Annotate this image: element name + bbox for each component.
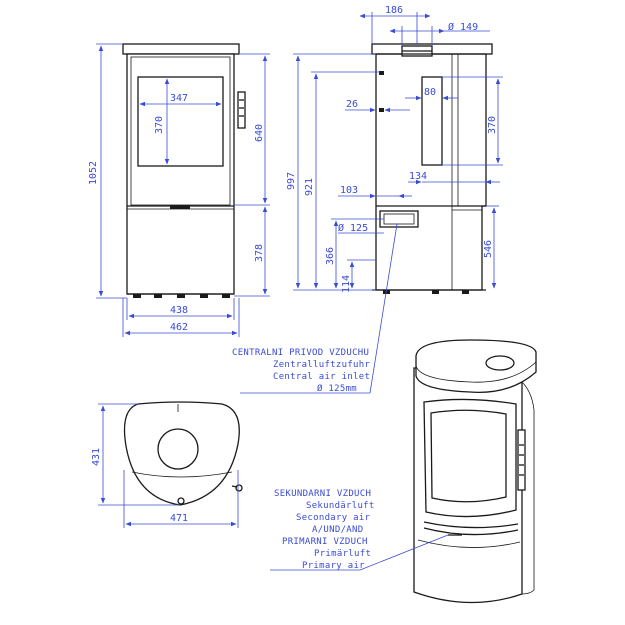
dim-921: 921 [304,178,315,196]
iso-top-slab [415,339,537,393]
dim-134: 134 [409,171,427,182]
label-central-air-en: Central air inlet [273,372,370,382]
label-secondary-air-en: Secondary air [296,513,371,523]
side-handle-mark [379,71,384,75]
label-central-air-de: Zentralluftzufuhr [273,360,370,370]
iso-body [413,367,523,604]
label-secondary-air-de: Sekundärluft [306,501,375,511]
dim-370-front: 370 [154,116,165,134]
central-air-inlet [379,210,419,228]
dim-997: 997 [286,172,297,190]
label-secondary-air-cz: SEKUNDARNI VZDUCH [274,489,371,499]
dim-438: 438 [170,305,188,316]
dim-114: 114 [341,275,352,293]
dim-366: 366 [325,247,336,265]
dim-347: 347 [170,93,188,104]
front-foot [177,294,185,298]
dim-546: 546 [483,240,494,258]
dim-diameter-149: Ø 149 [448,21,478,33]
label-primary-air-de: Primärluft [314,549,371,559]
iso-door [423,398,517,518]
label-central-air-diameter: Ø 125mm [317,383,357,394]
front-body [126,53,235,295]
top-handle [235,484,243,492]
dim-1052: 1052 [88,161,99,185]
dim-80: 80 [424,87,436,98]
secondary-primary-air-callout: SEKUNDARNI VZDUCH Sekundärluft Secondary… [270,489,449,571]
side-window [421,76,443,166]
front-view [122,43,246,298]
iso-window [430,409,507,503]
front-window [137,76,224,167]
side-foot [462,290,469,294]
label-and: A/UND/AND [312,525,363,535]
iso-flue-circle [485,355,515,371]
dim-diameter-125: Ø 125 [338,222,368,234]
top-dimensions: 431 471 [91,403,239,528]
side-handle-mark [379,108,384,112]
front-top-plate [122,43,240,55]
dim-186: 186 [385,5,403,16]
door-handle [237,91,246,129]
front-foot [222,294,230,298]
dim-431: 431 [91,448,102,466]
dim-471: 471 [170,513,188,524]
iso-handle [517,429,526,491]
air-control-lever [170,205,190,209]
side-view [371,43,493,294]
dim-462: 462 [170,322,188,333]
dim-370-side: 370 [487,116,498,134]
label-central-air-cz: CENTRALNI PRIVOD VZDUCHU [232,348,369,358]
top-view [123,401,243,506]
isometric-view [413,339,537,604]
dim-640: 640 [254,124,265,142]
front-foot [133,294,141,298]
front-dimensions: 1052 640 378 347 370 438 462 [88,43,270,337]
central-air-callout: CENTRALNI PRIVOD VZDUCHU Zentralluftzufu… [232,223,398,394]
side-dimensions: 186 Ø 149 997 921 26 80 370 134 [286,5,503,293]
dim-103: 103 [340,185,358,196]
label-primary-air-cz: PRIMARNI VZDUCH [282,537,368,547]
label-primary-air-en: Primary air [302,561,365,571]
side-foot [432,290,439,294]
front-foot [154,294,162,298]
top-flue-circle [157,428,199,470]
front-foot [200,294,208,298]
dim-26: 26 [346,99,358,110]
dim-378: 378 [254,244,265,262]
